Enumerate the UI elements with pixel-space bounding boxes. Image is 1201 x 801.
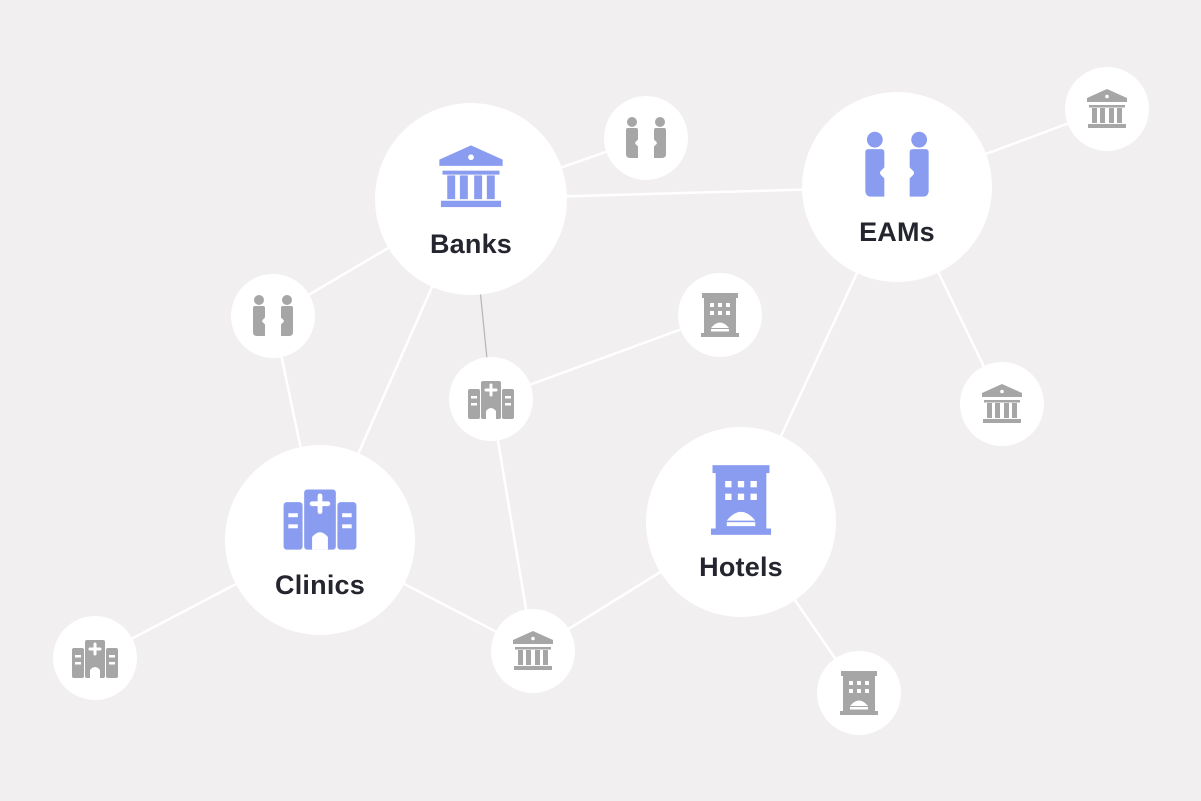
hospital-icon: [282, 480, 358, 556]
satellite-bank-right: [960, 362, 1044, 446]
hub-label-eams: EAMs: [859, 216, 935, 247]
satellite-hotel-bottom: [817, 651, 901, 735]
hub-label-hotels: Hotels: [699, 551, 783, 582]
hub-clinics: Clinics: [225, 445, 415, 635]
bank-icon: [978, 380, 1026, 428]
hotel-icon: [835, 669, 883, 717]
people-exchange-icon: [859, 127, 935, 203]
hub-label-clinics: Clinics: [275, 569, 365, 600]
satellite-exchange-top: [604, 96, 688, 180]
bank-icon: [433, 139, 509, 215]
hub-label-banks: Banks: [429, 228, 513, 259]
hotel-icon: [703, 462, 779, 538]
hub-hotels: Hotels: [646, 427, 836, 617]
satellite-hospital-left: [53, 616, 137, 700]
satellite-bank-bottom: [491, 609, 575, 693]
satellite-bank-top-right: [1065, 67, 1149, 151]
satellite-hotel-mid: [678, 273, 762, 357]
bank-icon: [509, 627, 557, 675]
hub-banks: Banks: [375, 103, 567, 295]
hospital-icon: [71, 634, 119, 682]
hospital-icon: [467, 375, 515, 423]
hub-eams: EAMs: [802, 92, 992, 282]
satellite-hospital-center: [449, 357, 533, 441]
people-exchange-icon: [249, 292, 297, 340]
bank-icon: [1083, 85, 1131, 133]
hotel-icon: [696, 291, 744, 339]
people-exchange-icon: [622, 114, 670, 162]
satellite-exchange-left: [231, 274, 315, 358]
